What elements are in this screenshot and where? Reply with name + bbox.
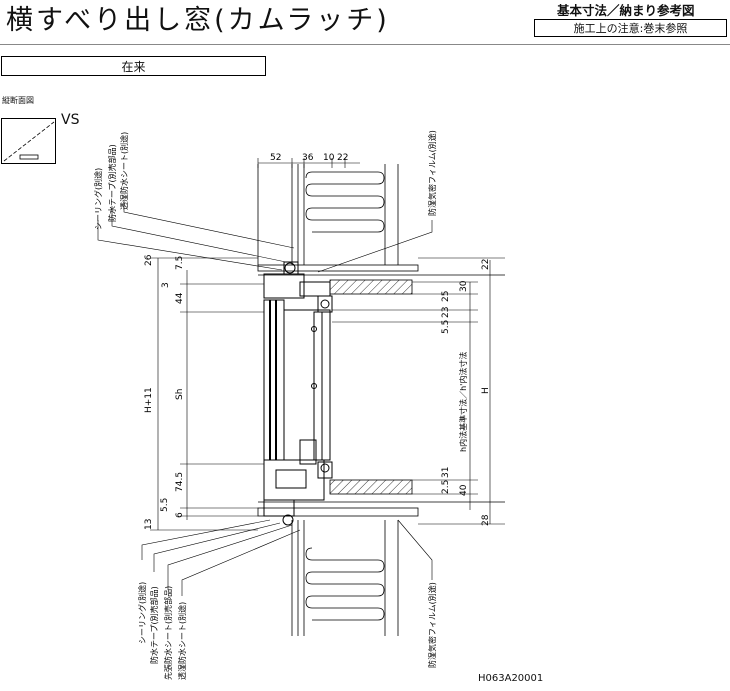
right-dim-30: 30: [459, 280, 469, 292]
callout-top-sheet: 透湿防水シート(別途): [119, 132, 129, 210]
type-box: 在来: [1, 56, 266, 76]
reference-label: 基本寸法／納まり参考図: [557, 3, 695, 18]
page-title: 横すべり出し窓(カムラッチ): [6, 5, 390, 36]
callout-bottom-tape: 防水テープ(別売部品): [149, 586, 159, 664]
vs-label: VS: [61, 112, 80, 128]
wall-lines: [257, 164, 399, 636]
frame-sill: [263, 459, 333, 526]
note-box: 施工上の注意:巻末参照: [534, 19, 727, 37]
right-dim-28: 28: [481, 514, 491, 526]
top-dim-36: 36: [302, 153, 314, 163]
right-dim-25: 25: [441, 291, 451, 302]
left-dim-44: 44: [175, 292, 185, 304]
callout-top-film: 防湿気密フィルム(別途): [427, 130, 437, 216]
left-label-sash: Sh: [175, 389, 185, 400]
right-dim-5-5: 5.5: [441, 320, 451, 334]
callout-bottom-presheet: 先張防水シート(別売部品): [163, 586, 173, 680]
callout-bottom-sheet: 透湿防水シート(別途): [177, 602, 187, 680]
header-rule: [0, 44, 730, 45]
left-dim-5-5: 5.5: [160, 498, 170, 512]
left-dim-74-5: 74.5: [175, 472, 185, 492]
right-dim-31: 31: [441, 467, 451, 478]
top-dim-52: 52: [270, 153, 281, 163]
section-label: 縦断面図: [2, 96, 34, 105]
leader-lines: [97, 200, 433, 596]
insulation-top: [305, 171, 385, 233]
insulation-bottom: [305, 547, 385, 621]
head-board: [329, 279, 413, 295]
callout-top-tape: 防水テープ(別売部品): [107, 144, 117, 222]
right-label-height: H: [481, 387, 491, 394]
vs-symbol-graphic: [3, 121, 55, 162]
type-label: 在来: [121, 59, 146, 74]
callout-bottom-sealing: シーリング(別途): [137, 582, 147, 644]
sill-board: [329, 479, 413, 495]
left-dim-26: 26: [144, 254, 154, 266]
left-dim-3: 3: [161, 282, 171, 288]
vs-symbol: [1, 118, 56, 164]
top-dim-22: 22: [337, 153, 348, 163]
frame-head: [263, 261, 333, 313]
top-dim-10: 10: [323, 153, 335, 163]
left-dim-7-5: 7.5: [175, 256, 185, 270]
sash: [263, 299, 331, 465]
right-dim-23: 23: [441, 307, 451, 318]
callout-top-sealing: シーリング(別途): [93, 168, 103, 230]
drawing-code: H063A20001: [478, 673, 544, 684]
left-dimension-lines: [150, 257, 264, 531]
right-dim-22: 22: [481, 259, 491, 270]
right-dim-40: 40: [459, 484, 469, 496]
right-label-inner: h内法基準寸法／h'内法寸法: [458, 352, 468, 452]
left-dim-6: 6: [175, 512, 185, 518]
left-label-total: H+11: [144, 387, 154, 413]
left-dim-13: 13: [144, 519, 154, 530]
right-dim-2-5: 2.5: [441, 480, 451, 494]
callout-bottom-film: 防湿気密フィルム(別途): [427, 582, 437, 668]
note-text: 施工上の注意:巻末参照: [573, 22, 688, 35]
right-dimension-lines: [332, 257, 505, 525]
plates: [257, 264, 505, 517]
top-dimension: [257, 158, 360, 168]
